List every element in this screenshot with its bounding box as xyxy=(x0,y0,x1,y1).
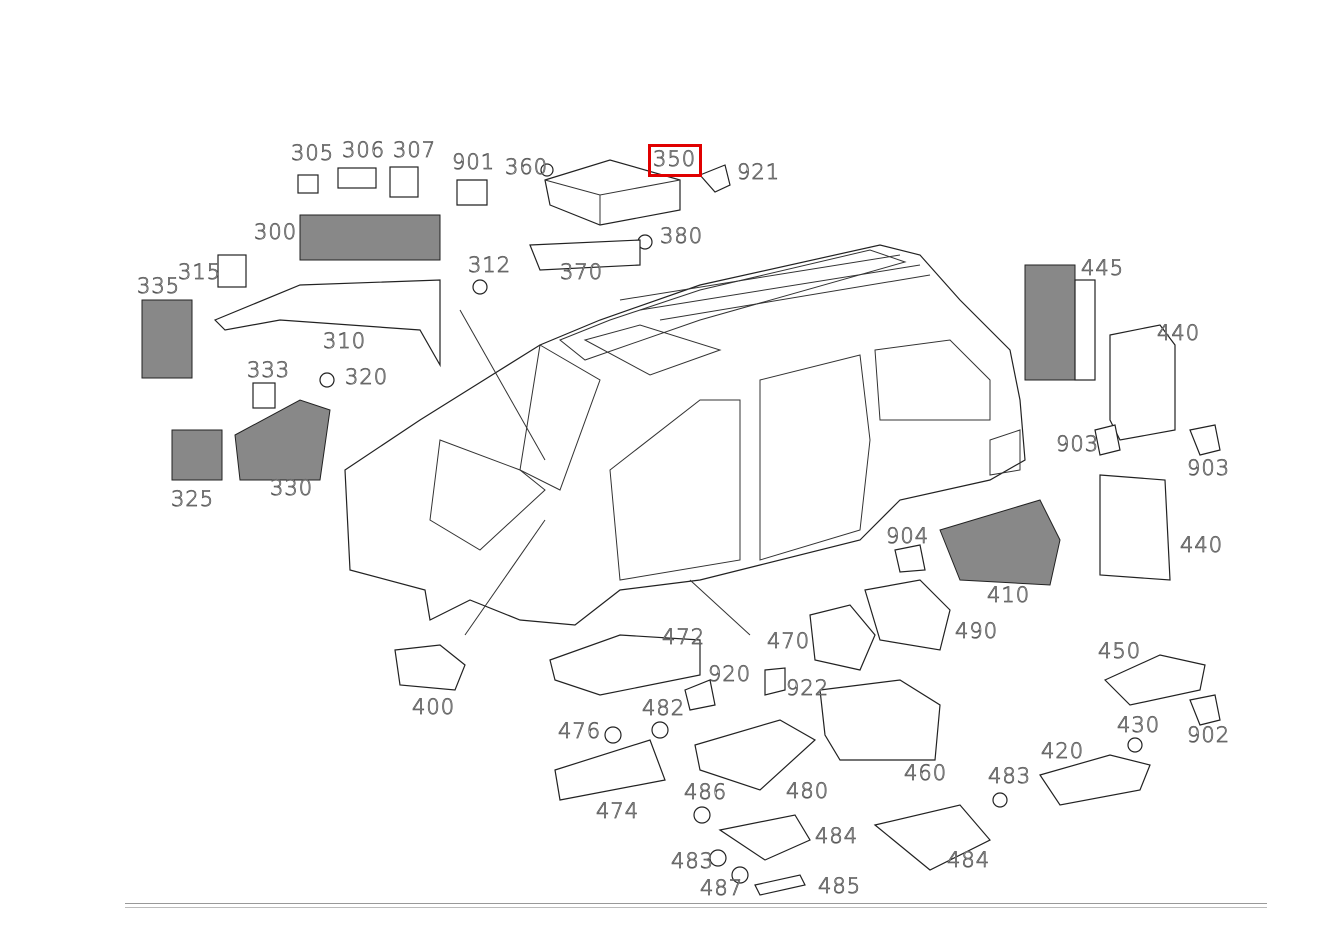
part-label[interactable]: 920 xyxy=(708,662,752,686)
part-label[interactable]: 445 xyxy=(1081,256,1125,280)
part-label[interactable]: 901 xyxy=(452,150,496,174)
part-label[interactable]: 486 xyxy=(684,780,728,804)
part-label[interactable]: 903 xyxy=(1056,432,1100,456)
part-label[interactable]: 400 xyxy=(412,695,456,719)
part-label[interactable]: 483 xyxy=(988,764,1032,788)
part-label[interactable]: 484 xyxy=(815,824,859,848)
part-label[interactable]: 333 xyxy=(247,358,291,382)
part-label[interactable]: 490 xyxy=(955,619,999,643)
part-label[interactable]: 904 xyxy=(886,524,930,548)
part-label[interactable]: 440 xyxy=(1180,533,1224,557)
part-label[interactable]: 480 xyxy=(786,779,830,803)
part-label[interactable]: 472 xyxy=(662,625,706,649)
part-label[interactable]: 903 xyxy=(1187,456,1231,480)
part-label[interactable]: 307 xyxy=(393,138,437,162)
part-label[interactable]: 315 xyxy=(178,260,222,284)
part-label[interactable]: 305 xyxy=(291,141,335,165)
part-label[interactable]: 440 xyxy=(1157,321,1201,345)
part-label[interactable]: 380 xyxy=(660,224,704,248)
part-label[interactable]: 902 xyxy=(1187,723,1231,747)
part-label[interactable]: 483 xyxy=(671,849,715,873)
part-label[interactable]: 485 xyxy=(818,874,862,898)
part-label[interactable]: 306 xyxy=(342,138,386,162)
part-label[interactable]: 482 xyxy=(642,696,686,720)
part-label[interactable]: 476 xyxy=(558,719,602,743)
vehicle-body-shell xyxy=(344,244,1026,636)
part-label[interactable]: 312 xyxy=(468,253,512,277)
part-label[interactable]: 300 xyxy=(254,220,298,244)
part-label[interactable]: 350 xyxy=(653,147,697,171)
part-label[interactable]: 460 xyxy=(904,761,948,785)
part-label[interactable]: 320 xyxy=(345,365,389,389)
part-label[interactable]: 487 xyxy=(700,876,744,900)
part-label[interactable]: 325 xyxy=(171,487,215,511)
part-label[interactable]: 330 xyxy=(270,476,314,500)
part-label[interactable]: 370 xyxy=(560,260,604,284)
part-label[interactable]: 420 xyxy=(1041,739,1085,763)
part-drawings xyxy=(141,159,1221,896)
part-label[interactable]: 450 xyxy=(1098,639,1142,663)
part-label[interactable]: 360 xyxy=(505,155,549,179)
part-label[interactable]: 310 xyxy=(323,329,367,353)
bottom-divider xyxy=(125,903,1267,908)
part-label[interactable]: 474 xyxy=(596,799,640,823)
part-label[interactable]: 922 xyxy=(786,676,830,700)
highlight-box-350 xyxy=(648,144,702,177)
part-label[interactable]: 484 xyxy=(947,848,991,872)
part-label[interactable]: 430 xyxy=(1117,713,1161,737)
part-label[interactable]: 335 xyxy=(137,274,181,298)
part-label[interactable]: 921 xyxy=(737,160,781,184)
part-label[interactable]: 410 xyxy=(987,583,1031,607)
part-label[interactable]: 470 xyxy=(767,629,811,653)
